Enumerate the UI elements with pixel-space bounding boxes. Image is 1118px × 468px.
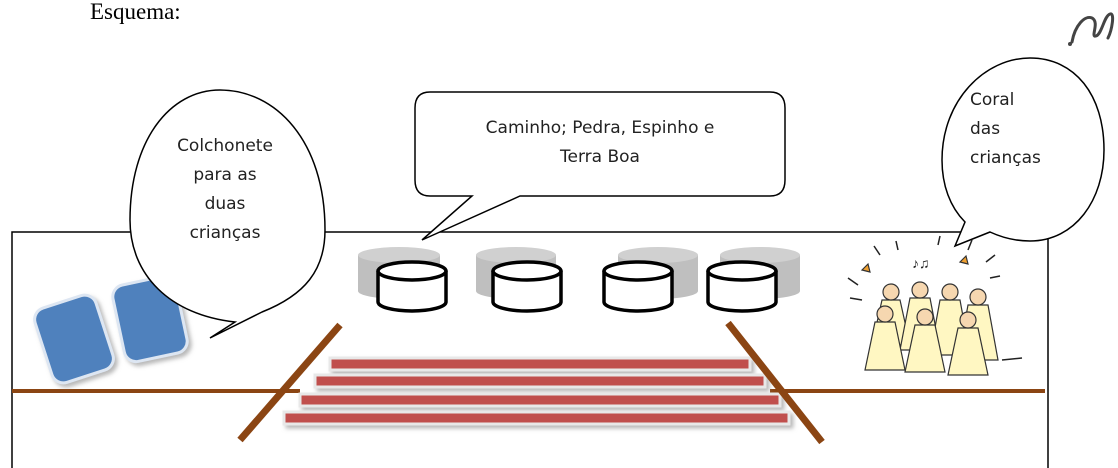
- watermark-dot: [1068, 42, 1072, 46]
- bubble-mat-line-2: para as: [193, 165, 257, 185]
- bubble-path-line-2: Terra Boa: [560, 147, 640, 167]
- bubble-mat-line-4: crianças: [189, 223, 261, 243]
- bubble-path-shape: [414, 91, 786, 241]
- stair-rail-right: [725, 320, 825, 445]
- stair-rail-left: [237, 322, 343, 443]
- drum-3: [602, 247, 698, 313]
- stair-step-3: [298, 392, 782, 408]
- drum-4: [706, 247, 800, 313]
- bubble-mat-text: Colchonete para as duas crianças: [160, 132, 290, 248]
- bubble-choir-line-3: crianças: [970, 148, 1041, 168]
- drum-2: [476, 247, 563, 313]
- bubble-choir-line-1: Coral: [970, 90, 1015, 110]
- mat-icon: [33, 274, 189, 385]
- mat-left: [33, 293, 115, 385]
- bubble-choir-shape: [941, 57, 1105, 248]
- watermark-mark: [1070, 12, 1115, 44]
- stair-step-4: [282, 410, 791, 426]
- bubble-choir-line-2: das: [970, 119, 1001, 139]
- stair-step-2: [313, 373, 767, 389]
- bubble-mat-shape: [129, 89, 326, 339]
- stage-outline: [11, 231, 1049, 468]
- bubble-mat-line-3: duas: [204, 194, 246, 214]
- drum-1: [358, 247, 448, 313]
- bubble-mat-line-1: Colchonete: [177, 136, 273, 156]
- svg-text:♪♫: ♪♫: [912, 255, 930, 271]
- choir-clipart-icon: ♪♫: [847, 235, 1023, 376]
- diagram-heading: Esquema:: [90, 0, 181, 24]
- bubble-path-text: Caminho; Pedra, Espinho e Terra Boa: [430, 114, 770, 172]
- stair-step-1: [328, 356, 752, 372]
- bubble-path-line-1: Caminho; Pedra, Espinho e: [485, 118, 715, 138]
- drum-icon: [358, 247, 800, 313]
- stairs-icon: [282, 356, 791, 426]
- bubble-choir-text: Coral das crianças: [970, 86, 1060, 173]
